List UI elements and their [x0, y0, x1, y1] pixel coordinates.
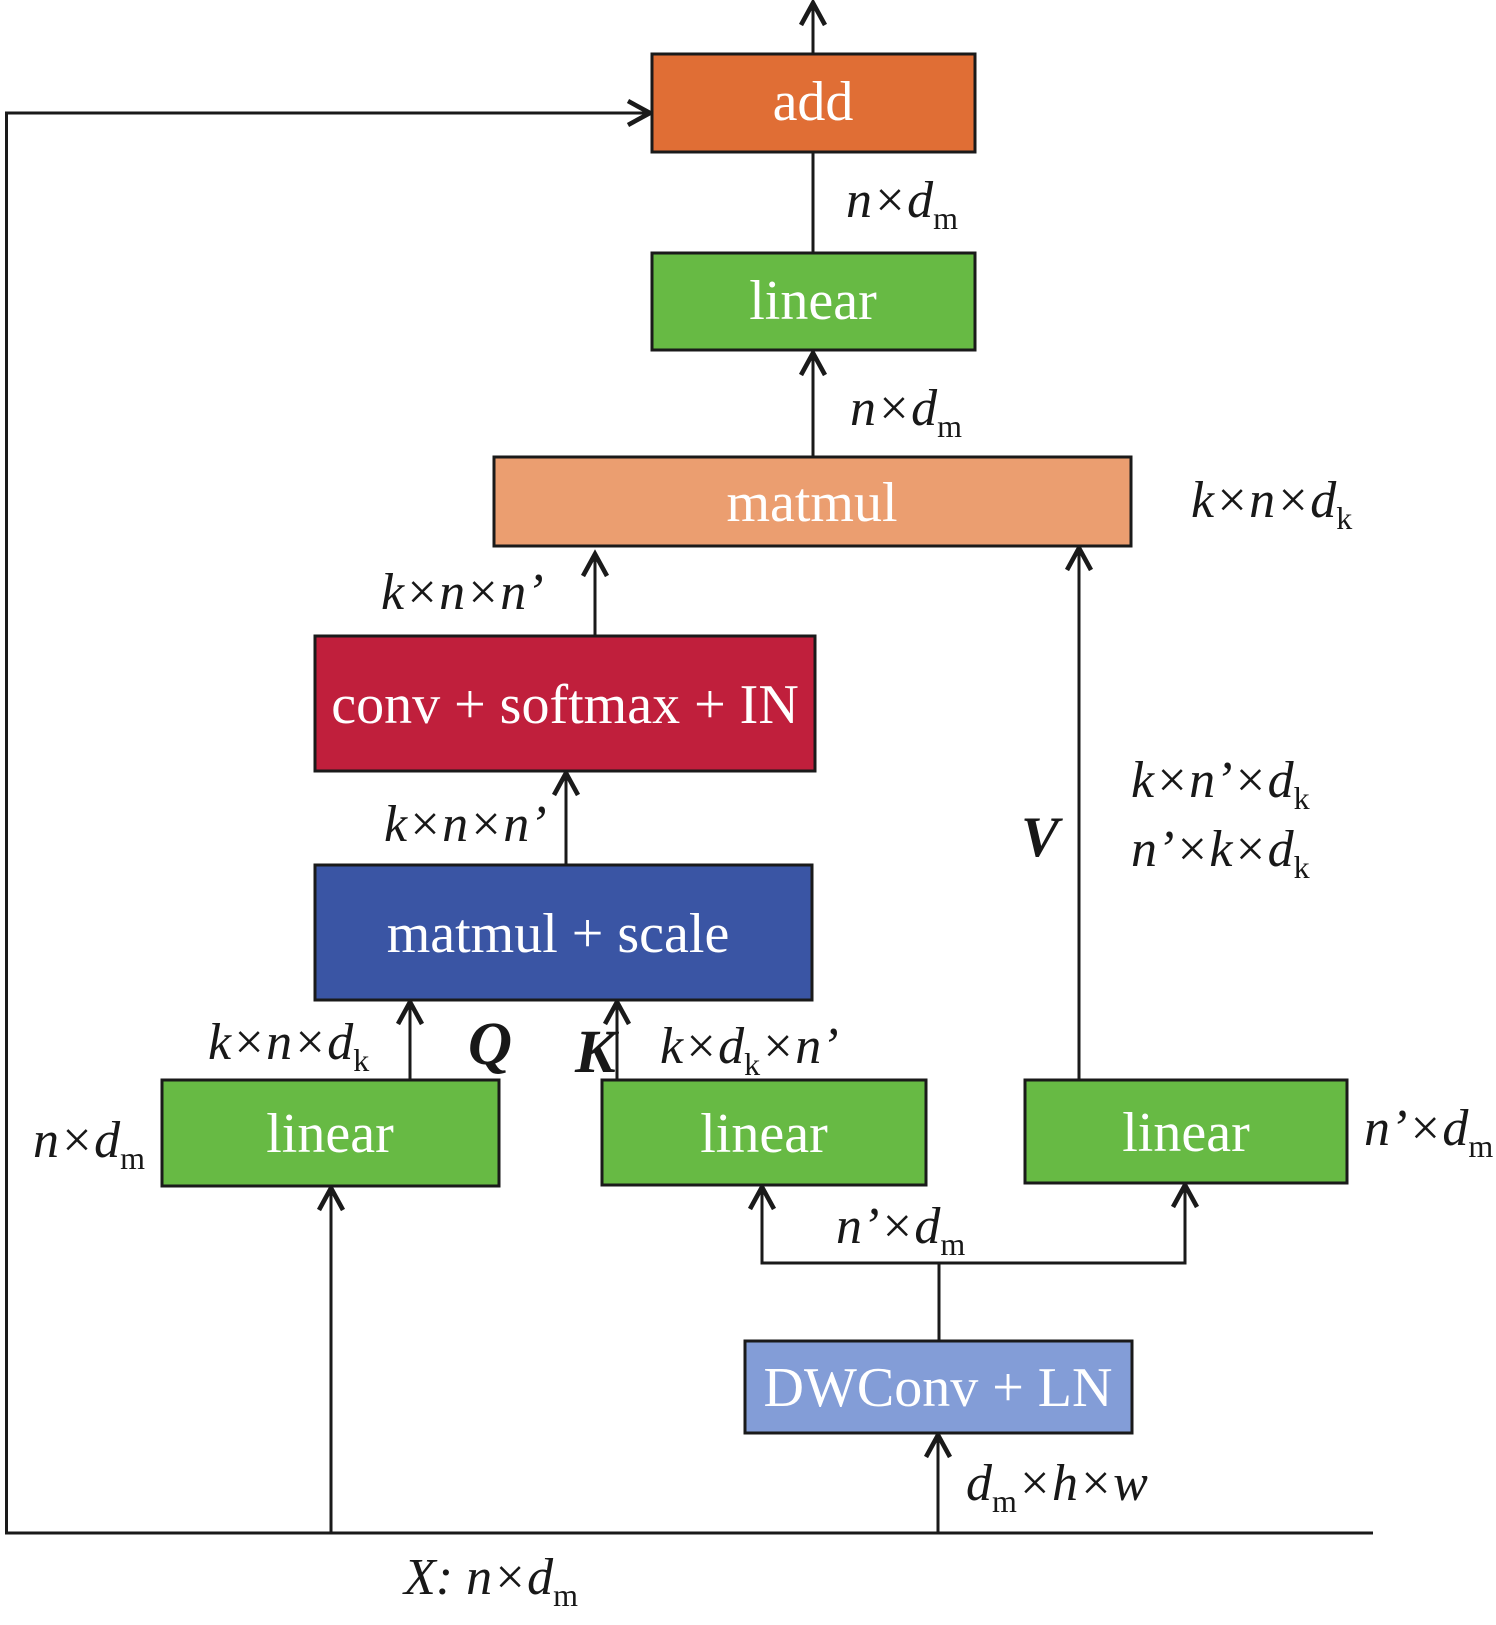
svg-text:matmul: matmul: [726, 472, 897, 534]
svg-text:n×dm: n×dm: [850, 380, 962, 444]
svg-text:linear: linear: [1122, 1102, 1250, 1164]
svg-text:V: V: [1021, 806, 1063, 869]
svg-text:k×n×n’: k×n×n’: [381, 564, 544, 621]
svg-text:linear: linear: [749, 270, 877, 332]
svg-text:k×n×dk: k×n×dk: [1191, 472, 1352, 536]
svg-text:linear: linear: [266, 1103, 394, 1165]
svg-text:X: n×dm: X: n×dm: [402, 1549, 578, 1613]
svg-text:K: K: [574, 1019, 620, 1086]
svg-text:linear: linear: [700, 1103, 828, 1165]
svg-text:k×n×n’: k×n×n’: [384, 796, 547, 853]
svg-text:Q: Q: [468, 1011, 512, 1078]
svg-text:n’×k×dk: n’×k×dk: [1131, 821, 1310, 885]
svg-text:n×dm: n×dm: [33, 1112, 145, 1176]
svg-text:k×dk×n’: k×dk×n’: [660, 1018, 839, 1082]
svg-text:matmul + scale: matmul + scale: [387, 903, 730, 965]
svg-text:conv + softmax + IN: conv + softmax + IN: [331, 674, 799, 736]
svg-text:DWConv + LN: DWConv + LN: [764, 1357, 1113, 1419]
svg-text:k×n’×dk: k×n’×dk: [1131, 752, 1310, 816]
svg-text:k×n×dk: k×n×dk: [208, 1014, 369, 1078]
svg-text:add: add: [773, 71, 854, 133]
